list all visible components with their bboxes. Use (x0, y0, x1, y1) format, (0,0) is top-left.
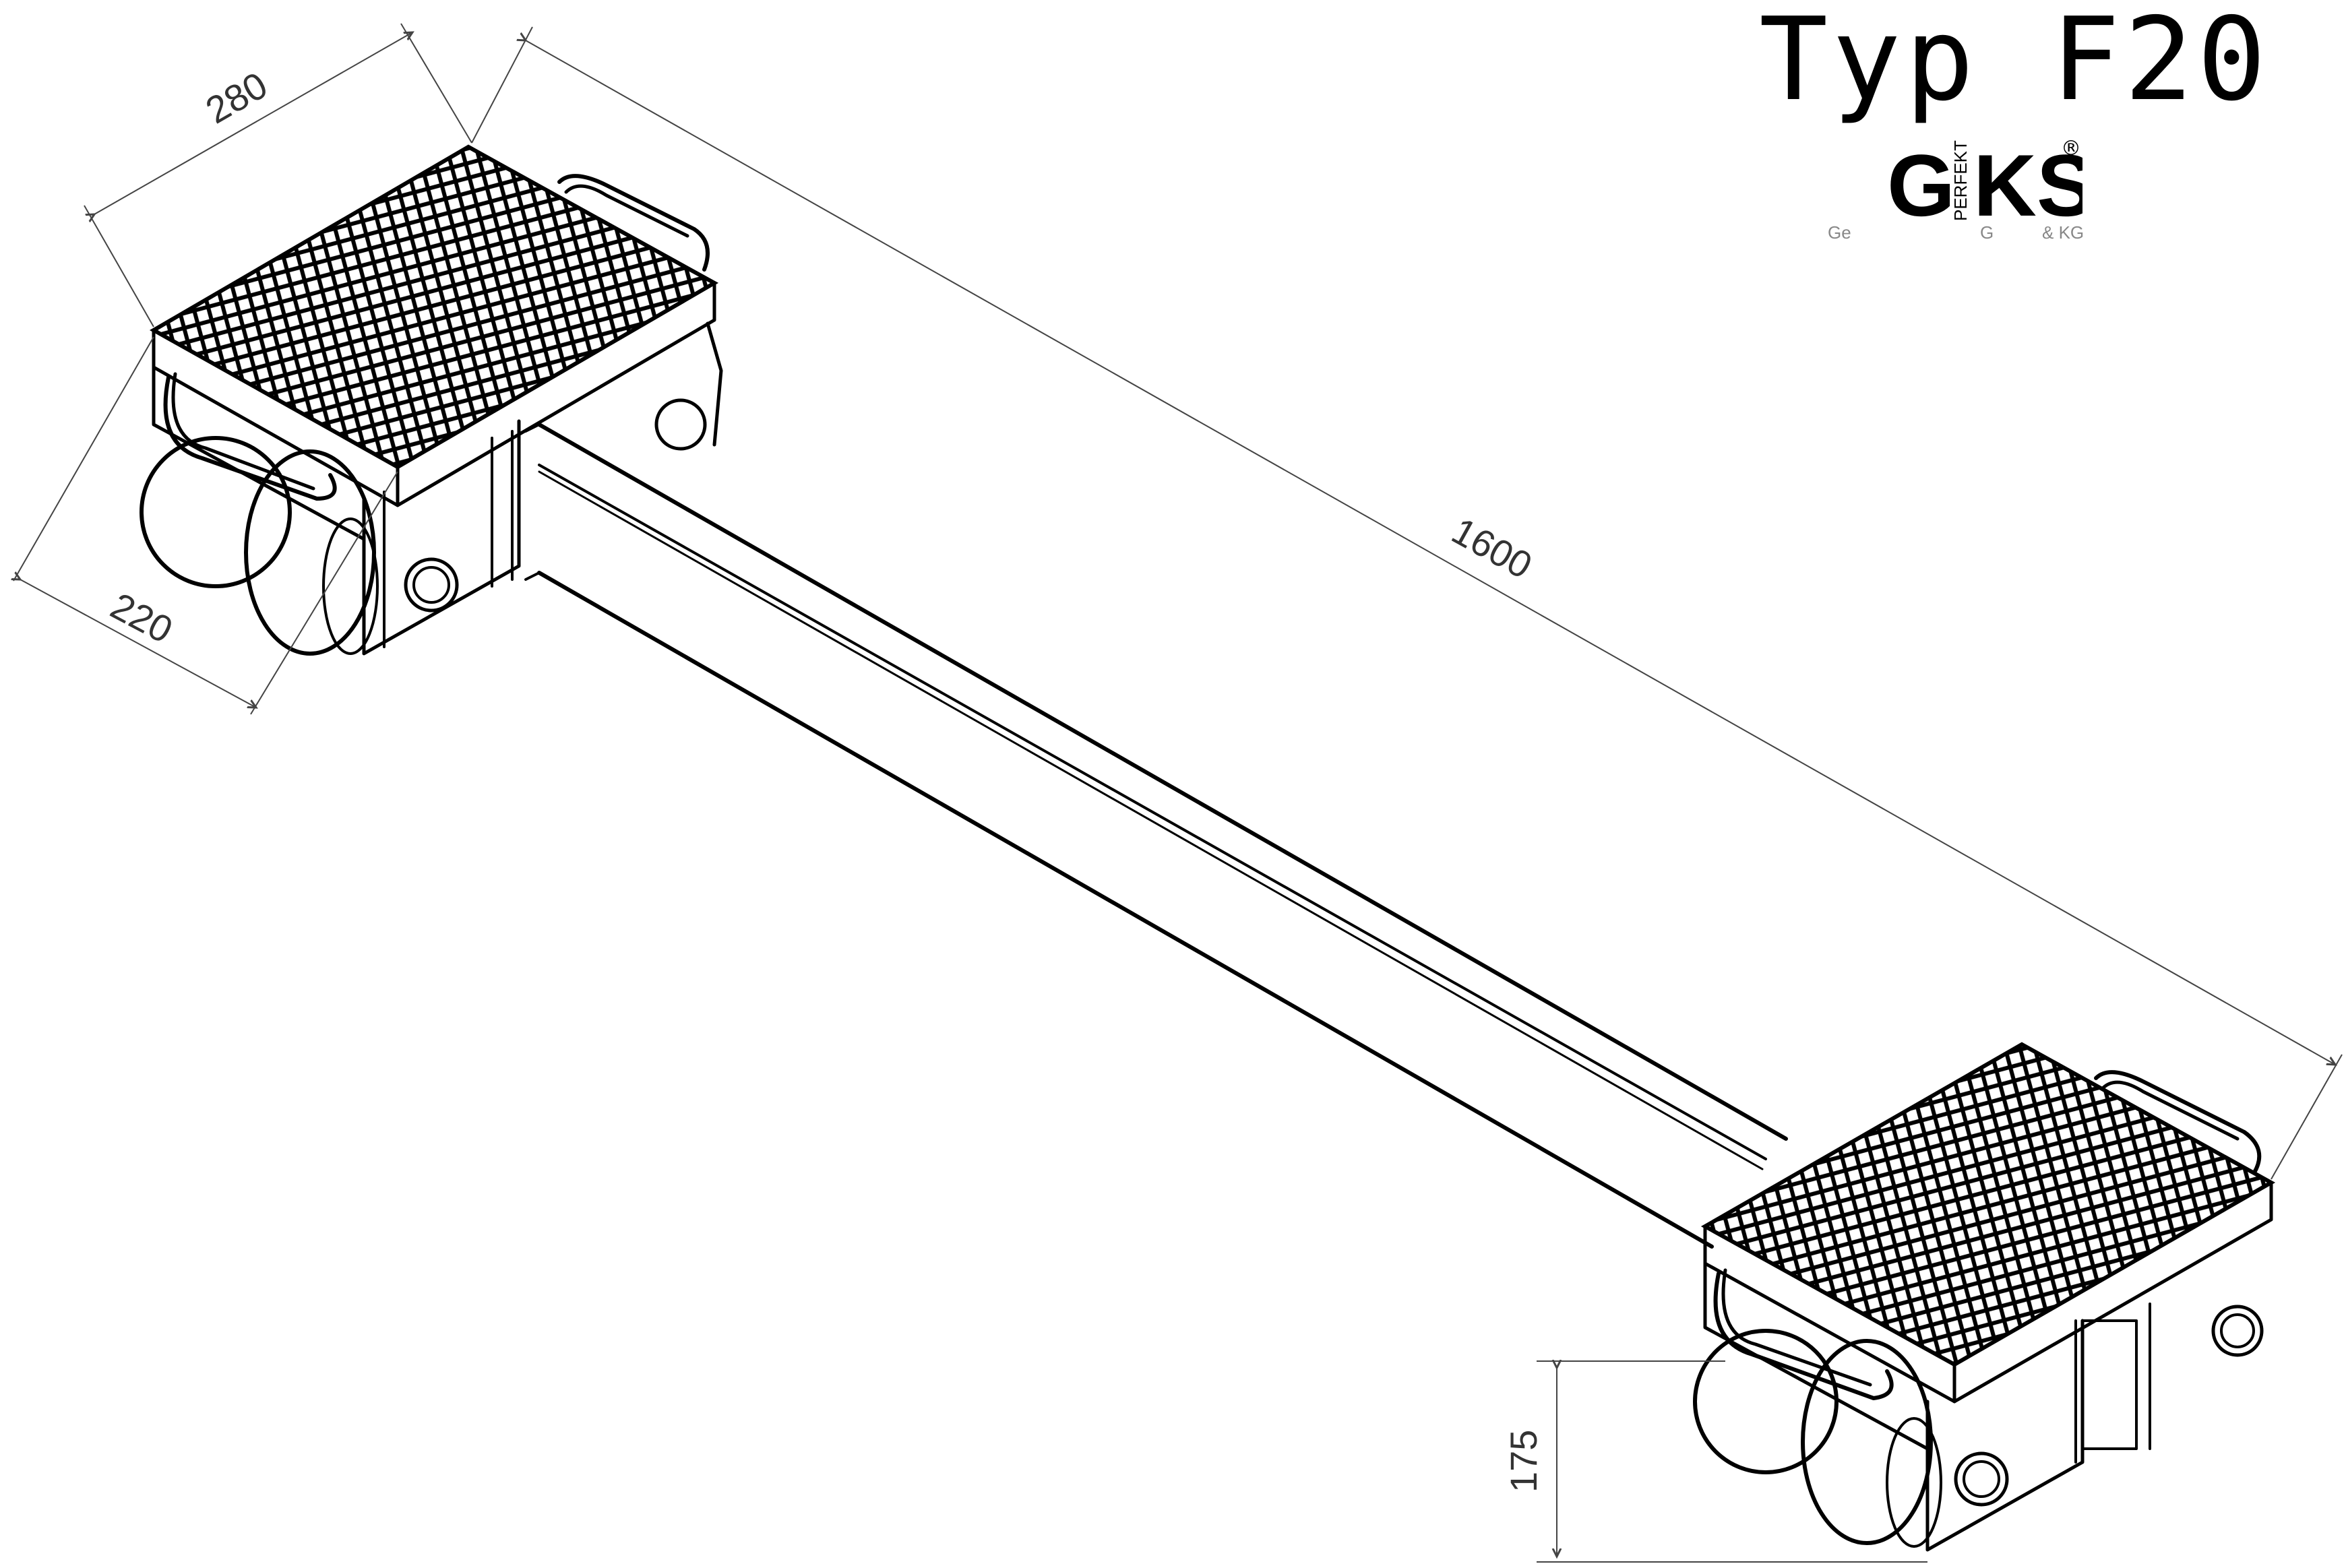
dimension-height: 175 (1502, 1430, 1545, 1493)
right-roller-unit (1693, 1042, 2276, 1552)
connecting-beam (524, 422, 1788, 1249)
dimension-pad-length: 280 (199, 63, 274, 131)
dimension-pad-width: 220 (104, 584, 179, 651)
dimension-total-length: 1600 (1445, 509, 1539, 586)
dimension-lines (13, 23, 2343, 1563)
left-roller-unit (140, 144, 723, 656)
